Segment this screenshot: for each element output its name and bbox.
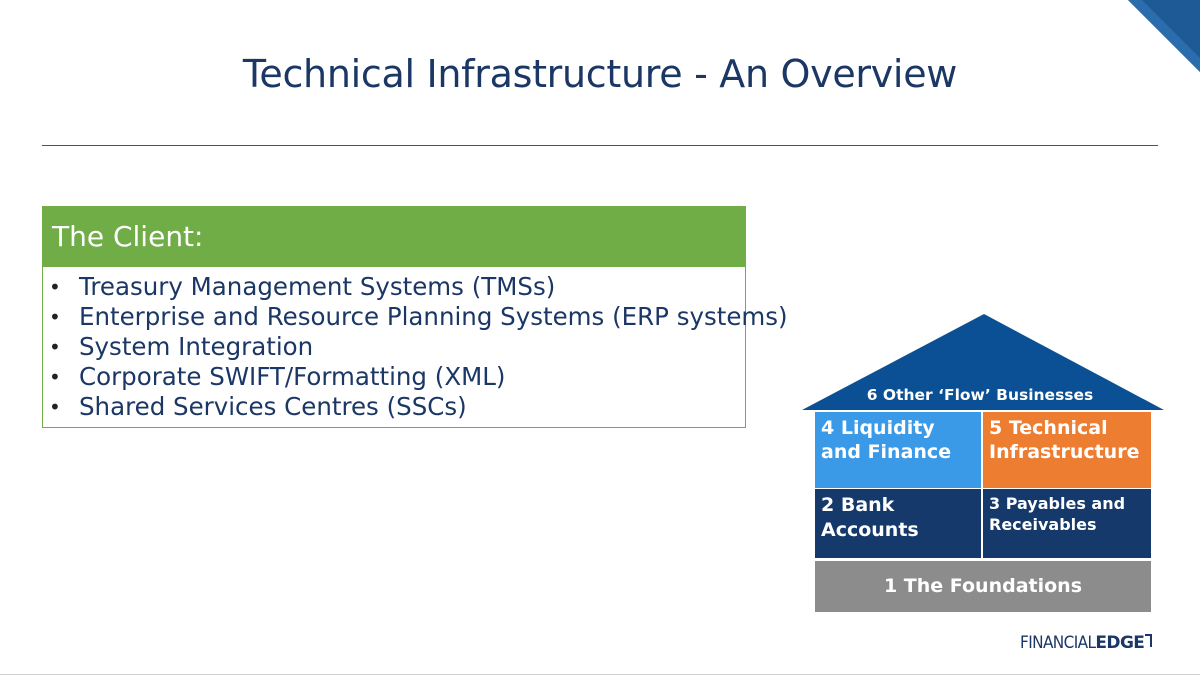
bullet-icon: • — [49, 335, 61, 359]
list-item: •System Integration — [49, 332, 314, 361]
roof-shape — [802, 314, 1164, 410]
block-foundations: 1 The Foundations — [815, 561, 1151, 612]
client-header: The Client: — [43, 207, 745, 267]
block-payables-receivables: 3 Payables and Receivables — [983, 489, 1151, 558]
corner-accent — [1128, 0, 1200, 72]
logo-text-financial: FINANCIAL — [1020, 633, 1096, 653]
bullet-icon: • — [49, 365, 61, 389]
title-divider — [42, 145, 1158, 146]
financial-edge-logo: FINANCIALEDGE — [1020, 633, 1153, 655]
bullet-icon: • — [49, 395, 61, 419]
list-item: •Shared Services Centres (SSCs) — [49, 392, 467, 421]
client-list: •Treasury Management Systems (TMSs) •Ent… — [43, 267, 788, 422]
logo-corner-icon — [1145, 634, 1153, 647]
house-diagram: 6 Other ‘Flow’ Businesses 4 Liquidity an… — [800, 312, 1166, 617]
block-technical-infrastructure: 5 Technical Infrastructure — [983, 412, 1151, 488]
list-item: •Enterprise and Resource Planning System… — [49, 302, 788, 331]
page-title: Technical Infrastructure - An Overview — [242, 52, 958, 96]
list-item: •Treasury Management Systems (TMSs) — [49, 272, 556, 301]
block-bank-accounts: 2 Bank Accounts — [815, 489, 981, 558]
block-liquidity-finance: 4 Liquidity and Finance — [815, 412, 981, 488]
client-panel: The Client: •Treasury Management Systems… — [42, 206, 788, 428]
bullet-icon: • — [49, 305, 61, 329]
logo-text-edge: EDGE — [1095, 633, 1145, 653]
bullet-icon: • — [49, 275, 61, 299]
list-item: •Corporate SWIFT/Formatting (XML) — [49, 362, 506, 391]
roof-label: 6 Other ‘Flow’ Businesses — [866, 386, 1094, 404]
